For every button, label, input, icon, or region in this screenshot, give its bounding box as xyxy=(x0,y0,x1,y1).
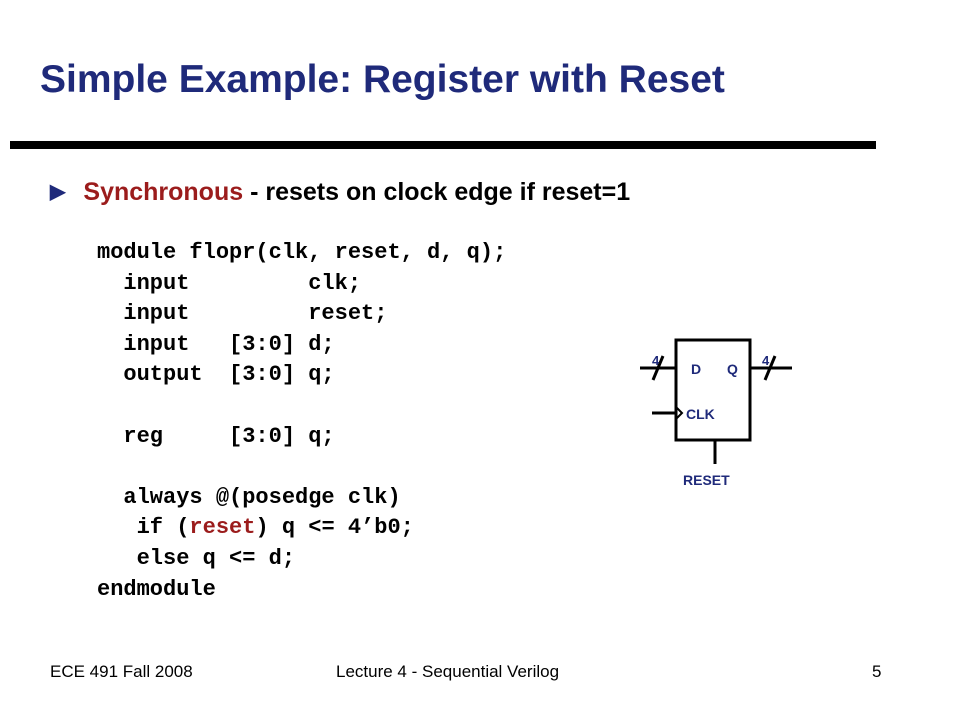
register-box xyxy=(674,338,752,442)
code-line: endmodule xyxy=(97,576,216,602)
code-fragment: ) q <= 4’b0; xyxy=(255,515,414,541)
bullet-emphasis: Synchronous xyxy=(83,178,244,206)
output-bus-slash xyxy=(763,355,777,381)
flip-flop-diagram: D Q CLK 4 4 RESET xyxy=(640,338,792,488)
code-line: input [3:0] d; xyxy=(97,331,335,357)
bullet-item: ▶ Synchronous - resets on clock edge if r… xyxy=(50,178,630,207)
triangle-bullet-icon: ▶ xyxy=(50,181,66,203)
input-bus-slash xyxy=(651,355,665,381)
title-divider xyxy=(10,141,876,149)
code-reset-keyword: reset xyxy=(189,515,256,541)
code-line: input clk; xyxy=(97,270,362,296)
input-width-label: 4 xyxy=(652,353,660,368)
footer-course: ECE 491 Fall 2008 xyxy=(50,662,193,681)
output-width-label: 4 xyxy=(762,353,770,368)
code-line: output [3:0] q; xyxy=(97,362,335,388)
code-line: always @(posedge clk) xyxy=(97,484,401,510)
clock-edge-marker xyxy=(675,406,684,420)
verilog-code-block: module flopr(clk, reset, d, q); input cl… xyxy=(97,238,506,605)
code-line: input reset; xyxy=(97,301,388,327)
footer-lecture: Lecture 4 - Sequential Verilog xyxy=(336,662,560,681)
bullet-text: - resets on clock edge if reset=1 xyxy=(243,178,631,206)
code-line: else q <= d; xyxy=(97,545,296,571)
clock-label: CLK xyxy=(686,406,715,422)
input-label: D xyxy=(691,361,701,377)
slide-title: Simple Example: Register with Reset xyxy=(40,58,725,101)
code-line: reg [3:0] q; xyxy=(97,423,335,449)
footer-page-number: 5 xyxy=(872,662,882,681)
reset-label: RESET xyxy=(683,472,730,488)
code-line: module flopr(clk, reset, d, q); xyxy=(97,240,507,265)
output-label: Q xyxy=(727,361,738,377)
code-line-if: if (reset) q <= 4’b0; xyxy=(97,515,414,540)
code-fragment: if ( xyxy=(97,515,190,541)
